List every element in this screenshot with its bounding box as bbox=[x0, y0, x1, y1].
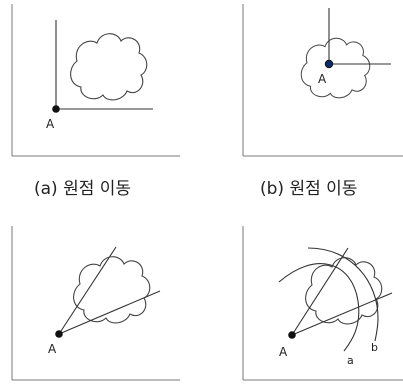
panel-d-arc-a bbox=[278, 263, 360, 352]
panel-c-cloud-object bbox=[73, 256, 151, 324]
panel-d-rotated-axis-1 bbox=[291, 247, 349, 336]
panel-c: A bbox=[11, 226, 180, 381]
panel-c-point-a bbox=[55, 330, 63, 338]
panel-d-rotated-axis-2 bbox=[291, 292, 393, 336]
panel-b-frame bbox=[242, 4, 403, 157]
panel-d-arc-b-label: b bbox=[371, 341, 378, 354]
panel-a: A (a) 원점 이동 bbox=[11, 4, 180, 199]
panel-a-point-label: A bbox=[46, 117, 55, 131]
panel-a-cloud-object bbox=[70, 33, 148, 101]
panel-b-point-a bbox=[324, 59, 334, 69]
panel-d: A a b bbox=[242, 226, 403, 381]
panel-d-arc-b bbox=[307, 247, 379, 342]
panel-b-cloud-object bbox=[300, 37, 371, 99]
panel-d-point-label: A bbox=[279, 345, 288, 359]
panel-c-frame bbox=[11, 226, 180, 381]
panel-c-rotated-axis-2 bbox=[58, 290, 161, 335]
panel-b-caption: (b) 원점 이동 bbox=[260, 179, 357, 199]
panel-d-frame bbox=[242, 226, 403, 381]
panel-c-point-label: A bbox=[48, 342, 57, 356]
panel-a-point-a bbox=[52, 105, 60, 113]
panel-c-rotated-axis-1 bbox=[58, 246, 117, 335]
panel-b: A (b) 원점 이동 bbox=[242, 4, 403, 199]
panel-d-cloud-object bbox=[305, 257, 383, 325]
panel-b-point-label: A bbox=[318, 72, 327, 86]
panel-d-point-a bbox=[288, 331, 296, 339]
panel-d-arc-a-label: a bbox=[347, 354, 354, 367]
panel-a-frame bbox=[11, 4, 180, 157]
panel-a-caption: (a) 원점 이동 bbox=[34, 179, 131, 199]
